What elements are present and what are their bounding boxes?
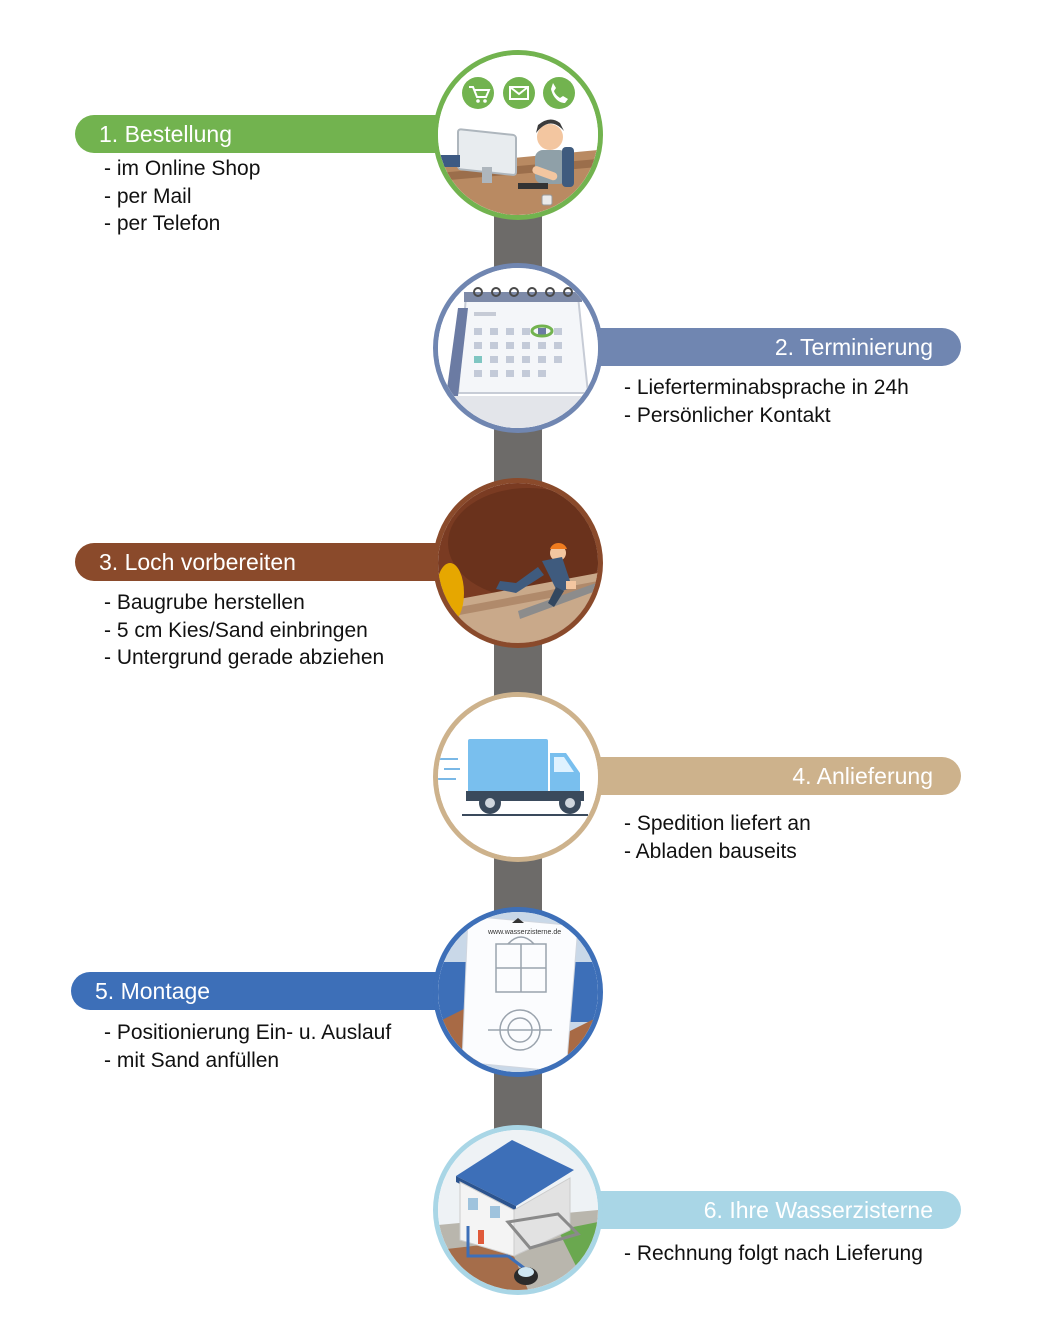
plan-label: www.wasserzisterne.de: [487, 929, 561, 936]
step-2-list: - Lieferterminabsprache in 24h - Persönl…: [624, 374, 909, 429]
list-item: - Positionierung Ein- u. Auslauf: [104, 1021, 392, 1044]
house-cistern-icon: [433, 1125, 603, 1295]
list-item: - 5 cm Kies/Sand einbringen: [104, 618, 368, 642]
step-6-list: - Rechnung folgt nach Lieferung: [624, 1240, 923, 1268]
list-item: - per Mail: [104, 184, 192, 208]
list-item: - Rechnung folgt nach Lieferung: [624, 1242, 923, 1265]
list-item: - Persönlicher Kontakt: [624, 403, 831, 427]
list-item: - Baugrube herstellen: [104, 591, 305, 614]
list-item: - mit Sand anfüllen: [104, 1048, 280, 1072]
delivery-truck-icon: [433, 692, 603, 862]
list-item: - Spedition liefert an: [624, 812, 811, 835]
list-item: - Lieferterminabsprache in 24h: [624, 376, 909, 399]
list-item: - per Telefon: [104, 212, 221, 235]
step-1-list: - im Online Shop - per Mail - per Telefo…: [104, 155, 260, 238]
list-item: - im Online Shop: [104, 157, 261, 180]
order-computer-icon: [433, 50, 603, 220]
step-4-list: - Spedition liefert an - Abladen bauseit…: [624, 810, 811, 865]
excavation-worker-icon: [433, 478, 603, 648]
installation-plan-icon: www.wasserzisterne.de: [433, 907, 603, 1077]
list-item: - Abladen bauseits: [624, 839, 797, 863]
calendar-icon: [433, 263, 603, 433]
step-5-list: - Positionierung Ein- u. Auslauf - mit S…: [104, 1019, 391, 1074]
list-item: - Untergrund gerade abziehen: [104, 646, 385, 669]
step-3-list: - Baugrube herstellen - 5 cm Kies/Sand e…: [104, 589, 384, 672]
